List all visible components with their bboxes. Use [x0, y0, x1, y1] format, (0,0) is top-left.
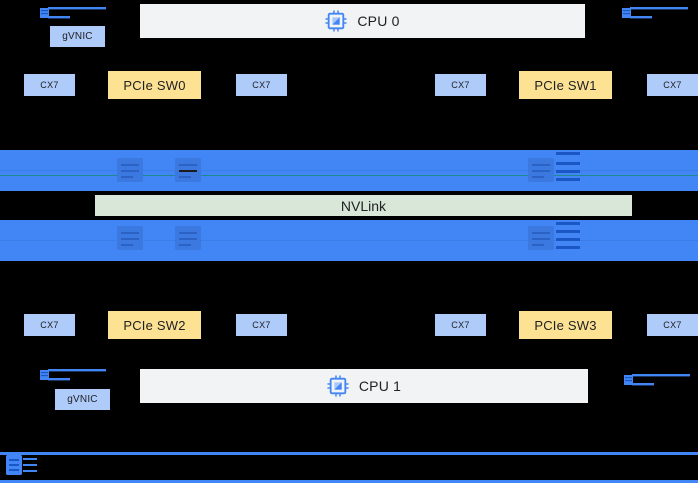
pcie-switch-label: PCIe SW3 — [534, 317, 597, 333]
cx7-box[interactable]: CX7 — [647, 314, 698, 336]
cx7-box[interactable]: CX7 — [24, 74, 75, 96]
cpu0-label: CPU 0 — [357, 13, 400, 29]
gpu-icon — [548, 148, 588, 192]
cx7-label: CX7 — [663, 320, 682, 330]
gpu-band-top-link-line — [0, 175, 698, 176]
network-card-icon — [38, 4, 110, 22]
cx7-label: CX7 — [252, 320, 271, 330]
cpu1-box[interactable]: CPU 1 — [140, 369, 588, 403]
cx7-box[interactable]: CX7 — [236, 314, 287, 336]
pcie-switch-box[interactable]: PCIe SW2 — [108, 311, 201, 339]
pcie-switch-box[interactable]: PCIe SW3 — [519, 311, 612, 339]
cx7-label: CX7 — [451, 320, 470, 330]
gvnic-label-text: gVNIC — [62, 31, 93, 42]
cpu-chip-icon — [325, 10, 347, 32]
gpu-band-top-divider — [0, 170, 698, 171]
cx7-box[interactable]: CX7 — [435, 74, 486, 96]
cx7-box[interactable]: CX7 — [647, 74, 698, 96]
pcie-switch-box[interactable]: PCIe SW0 — [108, 71, 201, 99]
cx7-box[interactable]: CX7 — [236, 74, 287, 96]
nvlink-bar[interactable]: NVLink — [94, 194, 633, 217]
network-switch-icon — [2, 452, 42, 478]
cx7-label: CX7 — [40, 320, 59, 330]
network-card-icon — [38, 366, 110, 384]
cpu0-box[interactable]: CPU 0 — [140, 4, 585, 38]
cpu1-label: CPU 1 — [358, 378, 402, 394]
gvnic-label-text: gVNIC — [67, 394, 98, 405]
network-card-icon — [620, 4, 692, 22]
pcie-switch-box[interactable]: PCIe SW1 — [519, 71, 612, 99]
gpu-icon — [112, 152, 148, 188]
pcie-switch-label: PCIe SW1 — [534, 77, 597, 93]
cx7-label: CX7 — [40, 80, 59, 90]
network-card-icon — [622, 371, 694, 389]
cx7-label: CX7 — [451, 80, 470, 90]
cx7-label: CX7 — [252, 80, 271, 90]
cx7-box[interactable]: CX7 — [435, 314, 486, 336]
gvnic-label-bottom-left[interactable]: gVNIC — [55, 389, 110, 410]
nvlink-label: NVLink — [340, 197, 387, 214]
gpu-icon — [523, 222, 559, 258]
gpu-band-bottom-divider — [0, 240, 698, 241]
pcie-switch-label: PCIe SW2 — [123, 317, 186, 333]
pcie-switch-label: PCIe SW0 — [123, 77, 186, 93]
cx7-label: CX7 — [663, 80, 682, 90]
gvnic-label-top-left[interactable]: gVNIC — [50, 26, 105, 47]
cx7-box[interactable]: CX7 — [24, 314, 75, 336]
gpu-icon — [523, 152, 559, 188]
gpu-icon — [548, 218, 588, 262]
bottom-network-rail — [0, 452, 698, 483]
gpu-icon — [112, 222, 148, 258]
gpu-icon — [170, 152, 206, 188]
gpu-icon — [170, 222, 206, 258]
cpu-chip-icon — [327, 375, 349, 397]
